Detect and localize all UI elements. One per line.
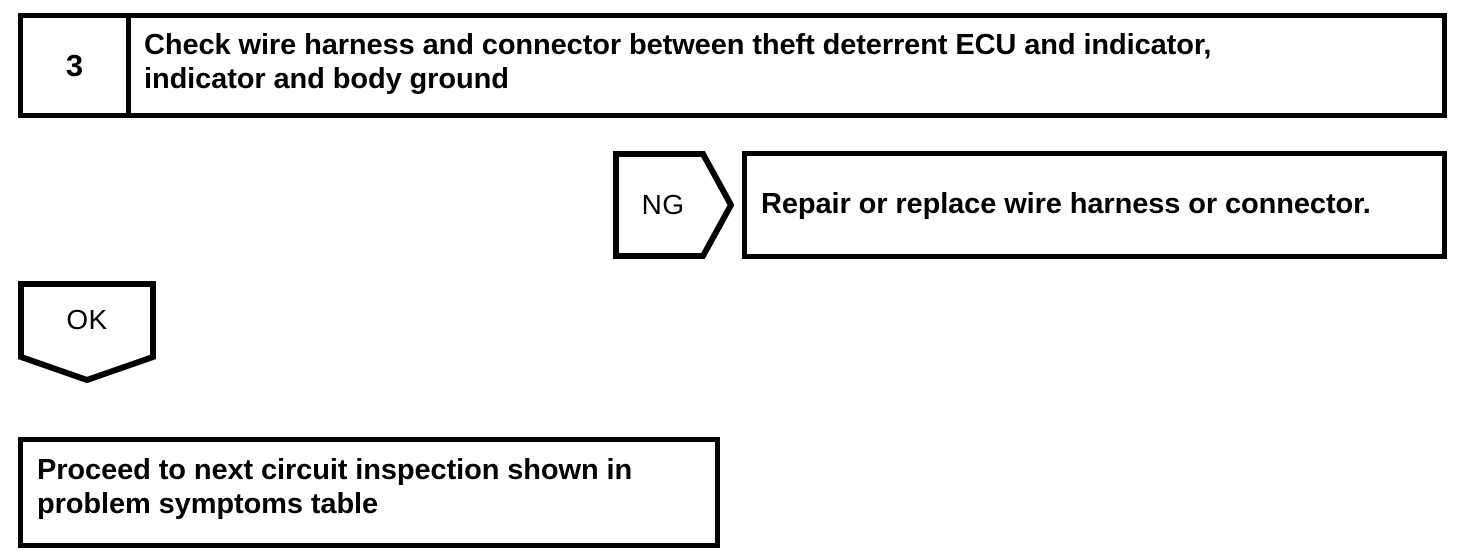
step-header-row: 3 Check wire harness and connector betwe…	[18, 13, 1447, 118]
ok-arrow-shape	[18, 281, 156, 383]
step-number-cell: 3	[23, 18, 131, 113]
ng-result-text: Repair or replace wire harness or connec…	[761, 188, 1371, 221]
step-title-cell: Check wire harness and connector between…	[131, 18, 1442, 113]
step-title: Check wire harness and connector between…	[144, 29, 1212, 95]
ok-result-text: Proceed to next circuit inspection shown…	[37, 454, 633, 520]
step-number: 3	[65, 48, 84, 83]
ng-arrow-shape	[613, 151, 734, 259]
ok-result-box: Proceed to next circuit inspection shown…	[18, 437, 720, 548]
ng-result-box: Repair or replace wire harness or connec…	[742, 151, 1447, 259]
